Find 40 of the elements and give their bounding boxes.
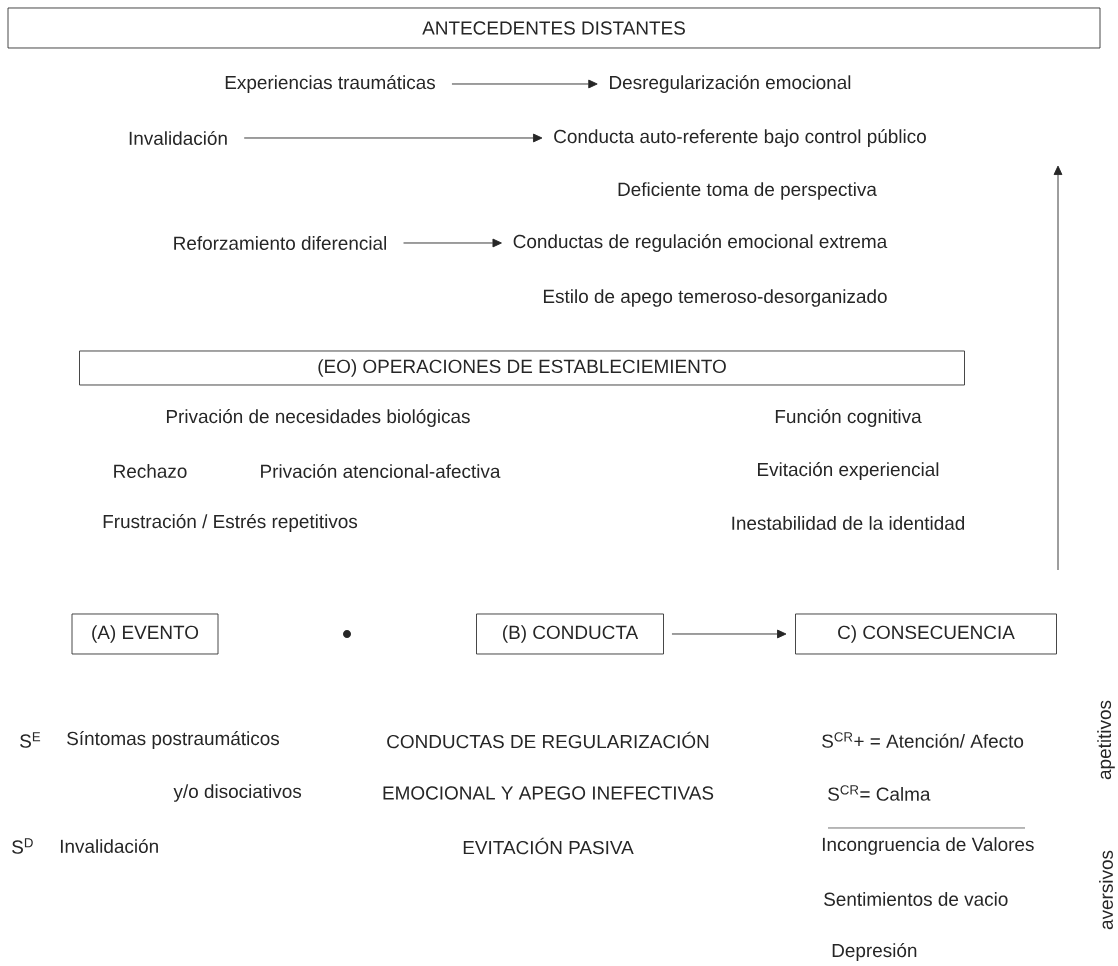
heading-box: (A) EVENTO: [71, 613, 219, 655]
text-label: Desregularización emocional: [610, 75, 851, 93]
heading-box: (EO) OPERACIONES DE ESTABLECIEMIENTO: [79, 350, 965, 386]
label-text: EVITACIÓN PASIVA: [463, 837, 634, 855]
arrow: [451, 79, 598, 89]
label-text: Rechazo: [114, 464, 187, 478]
label-text: Estilo de apego temeroso-desorganizado: [544, 289, 887, 307]
label-text: Frustración / Estrés repetitivos: [103, 514, 358, 532]
label-text: EMOCIONAL Y APEGO INEFECTIVAS: [383, 786, 714, 800]
label-text: S$^{CR}$+ = Atención/ Afecto: [822, 732, 1024, 748]
label-text: CONDUCTAS DE REGULARIZACIÓN: [387, 731, 709, 749]
text-label: Invalidación: [129, 130, 227, 146]
text-label: Experiencias traumáticas: [225, 75, 435, 93]
label-text: Síntomas postraumáticos: [67, 731, 280, 749]
label-text: Función cognitiva: [775, 409, 922, 427]
text-label: Reforzamiento diferencial: [174, 236, 386, 250]
text-label: Conducta auto-referente bajo control público: [554, 129, 926, 147]
label-text: Invalidación: [60, 838, 158, 854]
arrow: [403, 238, 502, 248]
label-text: Privación atencional-afectiva: [261, 463, 501, 479]
arrow: [1053, 165, 1063, 571]
arrow: [671, 629, 787, 639]
label-text: Evitación experiencial: [758, 462, 939, 480]
text-label: Conductas de regulación emocional extrema: [513, 234, 888, 252]
label-text: Deficiente toma de perspectiva: [618, 182, 877, 200]
label-text: S$^{E}$: [20, 732, 41, 748]
heading-box: (B) CONDUCTA: [476, 613, 664, 655]
arrow: [243, 133, 543, 143]
label-text: aversivos: [1099, 850, 1113, 930]
label-text: Incongruencia de Valores: [822, 837, 1034, 855]
label-text: Privación de necesidades biológicas: [166, 409, 470, 427]
heading-box: C) CONSECUENCIA: [795, 613, 1057, 655]
label-text: S$^{D}$: [12, 838, 33, 854]
label-text: Inestabilidad de la identidad: [732, 516, 965, 530]
label-text: Sentimientos de vacio: [824, 892, 1008, 906]
label-text: apetitivos: [1097, 700, 1115, 780]
heading-box: ANTECEDENTES DISTANTES: [7, 7, 1101, 49]
label-text: S$^{CR}$= Calma: [828, 785, 931, 801]
label-text: y/o disociativos: [173, 784, 302, 802]
label-text: Depresión: [832, 943, 917, 961]
